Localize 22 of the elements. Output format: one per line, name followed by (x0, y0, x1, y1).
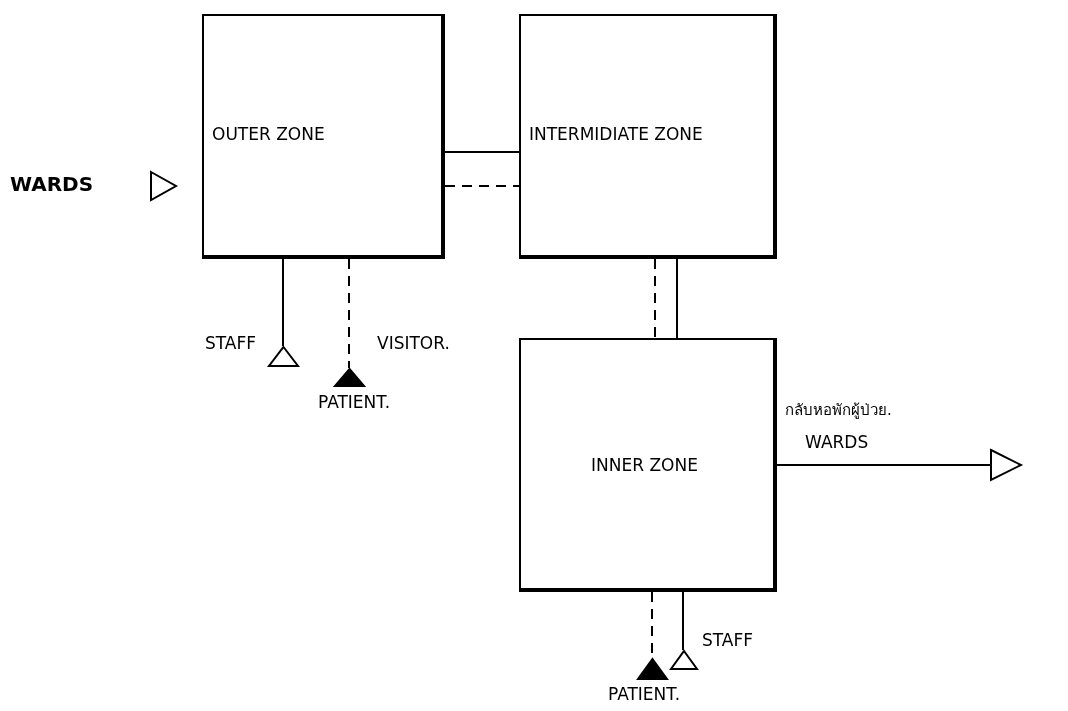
connector-line (282, 258, 284, 347)
zone-box (519, 338, 777, 592)
connector-line (444, 151, 520, 153)
text-label: STAFF (205, 333, 257, 353)
text-label: WARDS (805, 432, 869, 452)
text-label: STAFF (702, 630, 754, 650)
connector-line (654, 258, 656, 339)
text-label: PATIENT. (318, 392, 391, 412)
zone-label: INTERMIDIATE ZONE (529, 124, 703, 144)
zone-box (519, 14, 777, 259)
connector-line (676, 258, 678, 339)
connector-line (348, 258, 350, 369)
text-label: VISITOR. (377, 333, 450, 353)
zone-box (202, 14, 445, 259)
connector-line (776, 464, 991, 466)
text-label: กลับหอพักผู้ป่วย. (785, 400, 892, 421)
zone-label: INNER ZONE (591, 455, 698, 475)
connector-line (444, 185, 520, 187)
connector-line (682, 591, 684, 651)
text-label: WARDS (10, 172, 94, 196)
text-label: PATIENT. (608, 684, 681, 704)
zone-label: OUTER ZONE (212, 124, 325, 144)
